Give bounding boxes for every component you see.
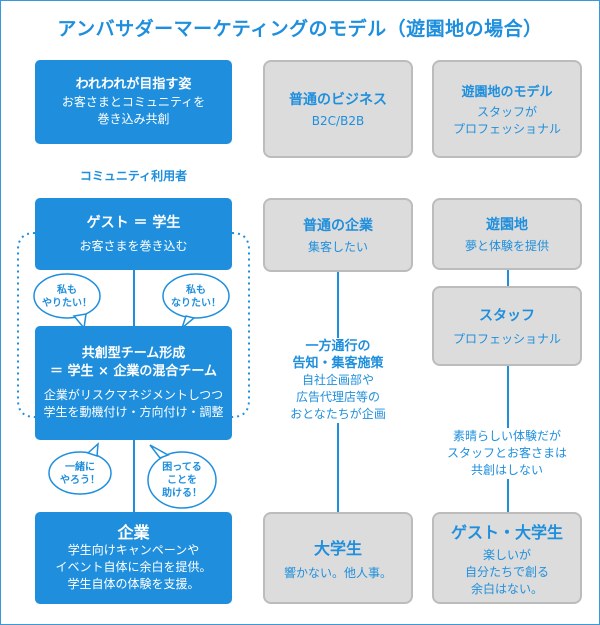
community-label: コミュニティ利用者 <box>79 169 188 183</box>
company-box: 企業 学生向けキャンペーンや イベント自体に余白を提供。 学生自体の体験を支援。 <box>35 512 232 604</box>
no-cocreation-label: 素晴らしい体験だが スタッフとお客さまは 共創はしない <box>432 428 582 479</box>
one-way-label: 一方通行の 告知・集客施策 自社企画部や 広告代理店等の おとなたちが企画 <box>263 338 413 423</box>
bubble-left: 私もやりたい！ <box>42 285 92 309</box>
guest-student-box: ゲスト・大学生 楽しいが 自分たちで創る 余白はない。 <box>432 512 582 604</box>
student-box: 大学生 響かない。他人事。 <box>263 512 413 604</box>
park-box: 遊園地 夢と体験を提供 <box>432 198 582 270</box>
bubble-right: 私もなりたい！ <box>171 285 221 309</box>
bubble-bottom-left: 一緒にやろう！ <box>60 462 100 486</box>
bubble-bottom-right: 困ってることを助ける！ <box>162 462 202 499</box>
guest-box: ゲスト ＝ 学生 お客さまを巻き込む <box>35 198 232 270</box>
goal-box: われわれが目指す姿 お客さまとコミュニティを 巻き込み共創 <box>35 60 232 144</box>
staff-box: スタッフ プロフェッショナル <box>432 286 582 366</box>
park-model-box: 遊園地のモデル スタッフが プロフェッショナル <box>432 60 582 158</box>
team-box: 共創型チーム形成 ＝ 学生 × 企業の混合チーム 企業がリスクマネジメントしつつ… <box>35 326 232 440</box>
ordinary-company-box: 普通の企業 集客したい <box>263 198 413 272</box>
diagram-title: アンバサダーマーケティングのモデル（遊園地の場合） <box>57 18 543 40</box>
right-connector-1 <box>507 270 509 286</box>
business-box: 普通のビジネス B2C/B2B <box>263 60 413 158</box>
